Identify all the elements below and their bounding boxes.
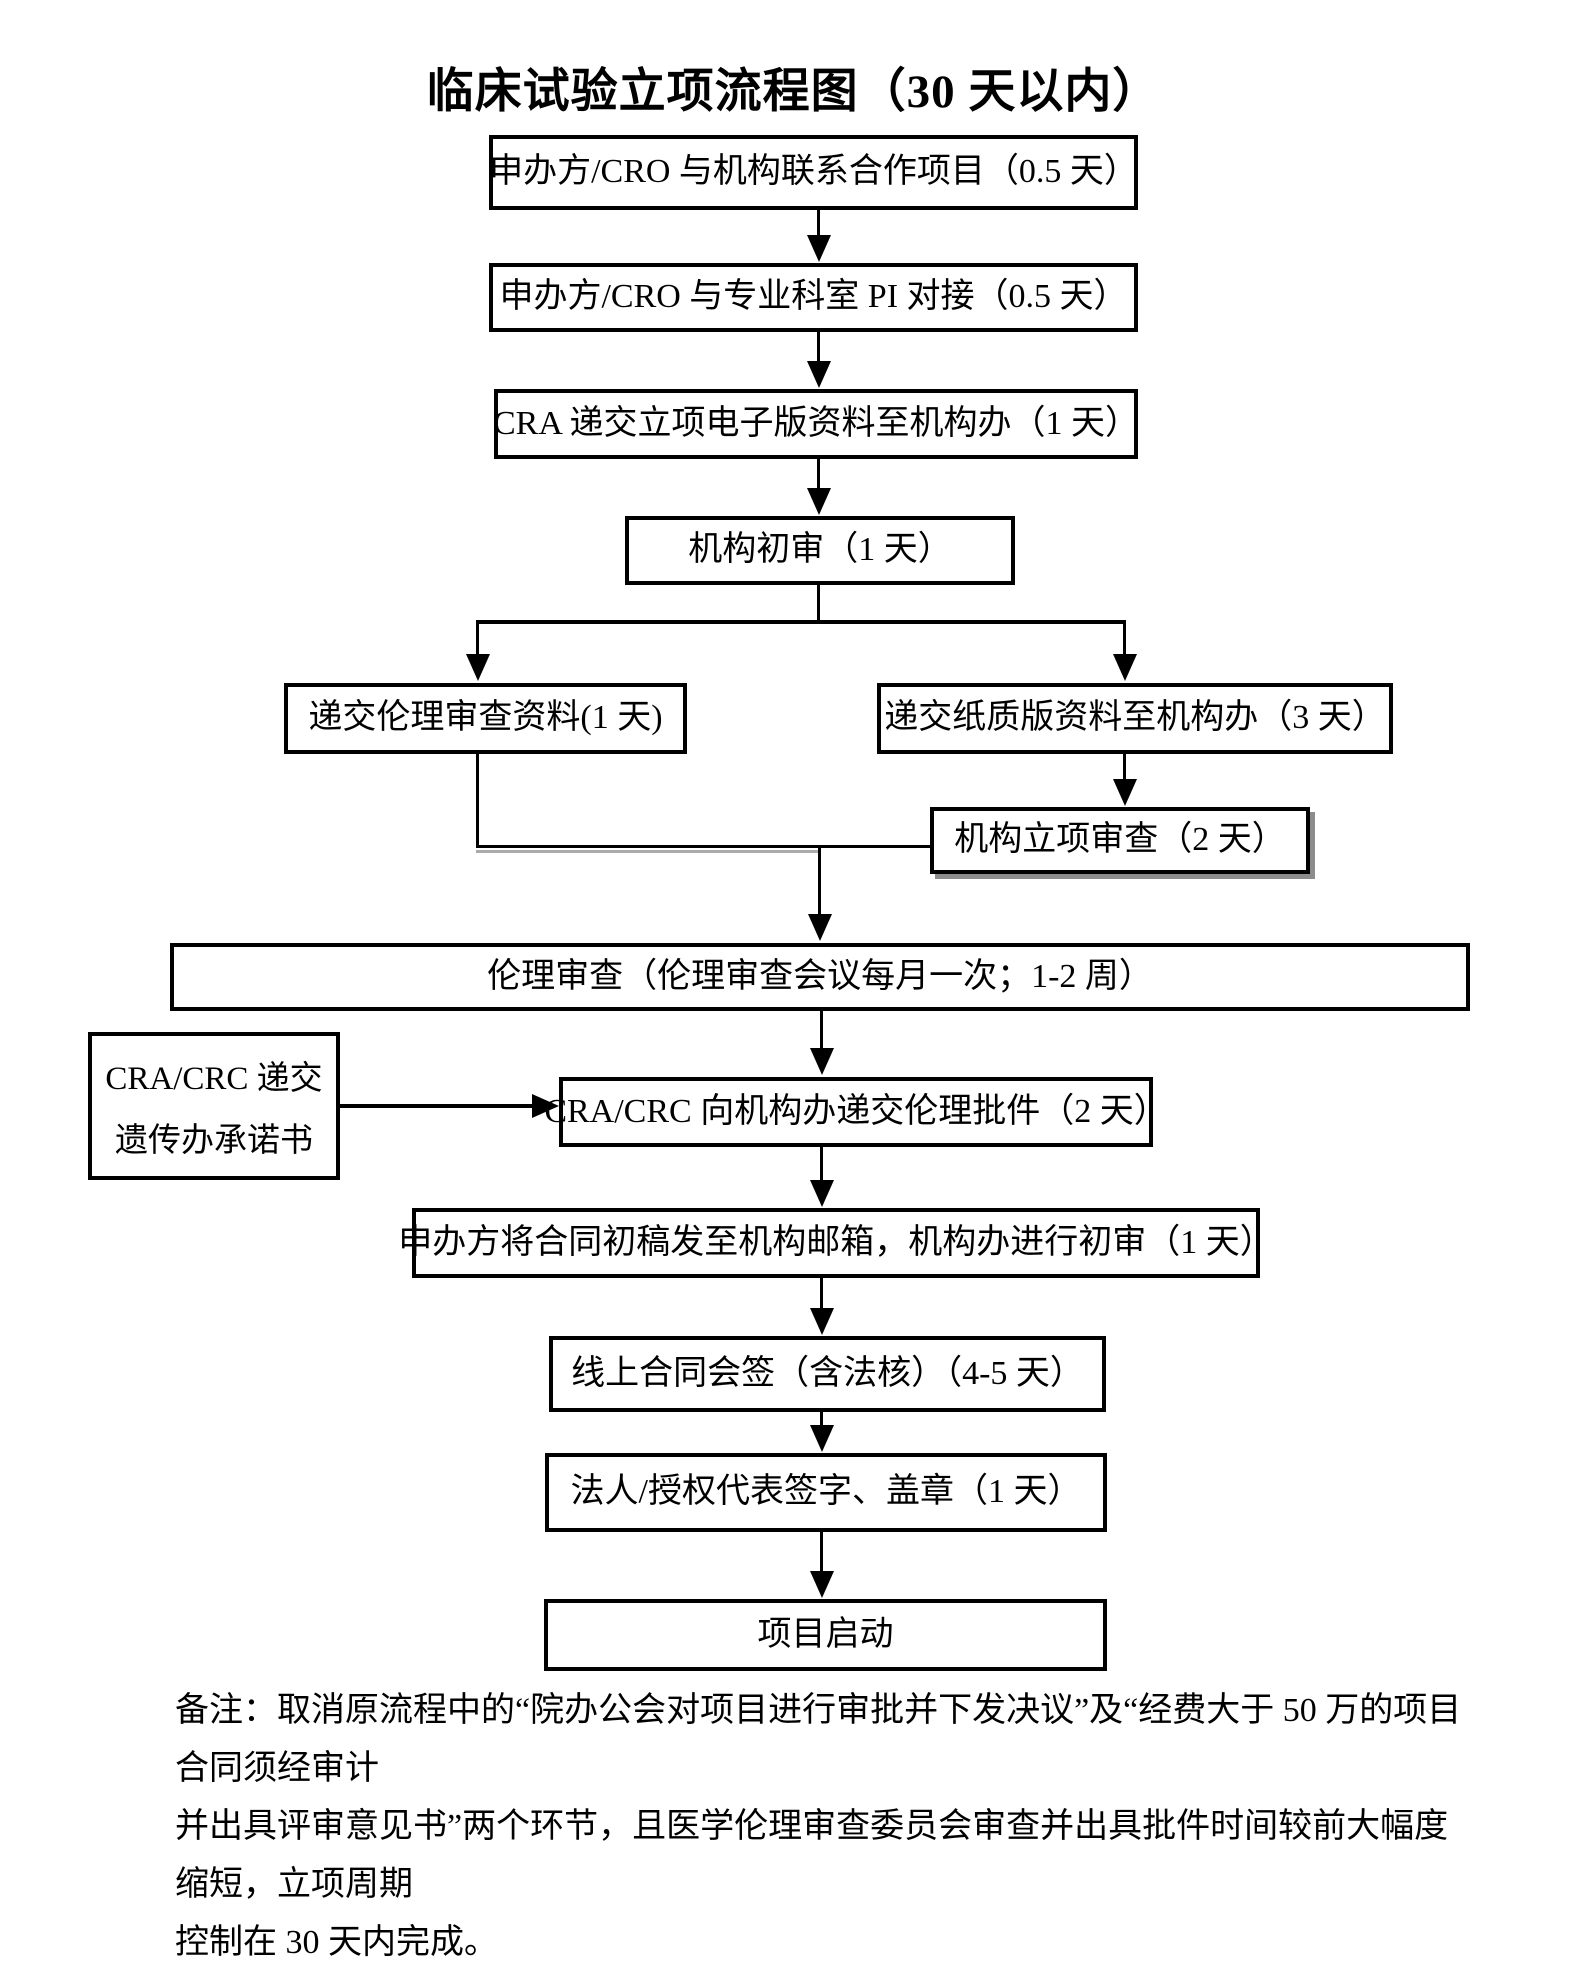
flowchart-page: { "page": { "title": "临床试验立项流程图（30 天以内）"… [88, 66, 1470, 1961]
arrow-down-icon [807, 361, 831, 388]
page-title: 临床试验立项流程图（30 天以内） [426, 66, 1161, 118]
connector-line [476, 754, 479, 848]
footnote-line-3: 控制在 30 天内完成。 [175, 1924, 498, 1961]
connector-shadow-line [476, 850, 820, 853]
connector-line [817, 459, 820, 490]
flow-box-project-review: 机构立项审查（2 天） [930, 807, 1310, 874]
arrow-down-icon [810, 1180, 834, 1207]
connector-line [817, 210, 820, 237]
arrow-down-icon [807, 488, 831, 515]
arrow-down-icon [810, 1308, 834, 1335]
connector-line [817, 585, 820, 622]
flow-box-project-review-label: 机构立项审查（2 天） [954, 821, 1286, 859]
arrow-down-icon [1113, 779, 1137, 806]
flow-box-contract-draft-label: 申办方将合同初稿发至机构邮箱，机构办进行初审（1 天） [398, 1223, 1274, 1261]
arrow-right-icon [532, 1094, 559, 1118]
connector-line [1123, 622, 1126, 656]
connector-line [820, 1412, 823, 1427]
flow-box-genetic-commitment-line1: CRA/CRC 递交 [105, 1060, 323, 1097]
flow-box-pi-match: 申办方/CRO 与专业科室 PI 对接（0.5 天） [489, 263, 1138, 332]
connector-line [820, 1011, 823, 1050]
flow-box-submit-paper-docs: 递交纸质版资料至机构办（3 天） [877, 683, 1393, 754]
footnote-line-2: 并出具评审意见书”两个环节，且医学伦理审查委员会审查并出具批件时间较前大幅度缩短… [175, 1808, 1449, 1903]
flow-box-legal-sign: 法人/授权代表签字、盖章（1 天） [545, 1453, 1107, 1532]
flow-box-contract-cosign-label: 线上合同会签（含法核）（4-5 天） [571, 1354, 1084, 1392]
flow-box-pi-match-label: 申办方/CRO 与专业科室 PI 对接（0.5 天） [499, 278, 1128, 316]
flow-box-initial-review-label: 机构初审（1 天） [688, 531, 952, 569]
flow-box-initial-review: 机构初审（1 天） [625, 516, 1015, 585]
arrow-down-icon [808, 914, 832, 941]
flow-box-contract-draft: 申办方将合同初稿发至机构邮箱，机构办进行初审（1 天） [398, 1208, 1274, 1278]
connector-line [476, 845, 930, 848]
connector-line [340, 1104, 536, 1108]
arrow-down-icon [807, 235, 831, 262]
flow-box-ethics-approval-label: CRA/CRC 向机构办递交伦理批件（2 天） [544, 1092, 1168, 1130]
arrow-down-icon [1113, 654, 1137, 681]
connector-line [820, 1147, 823, 1182]
flow-box-submit-ethics-docs: 递交伦理审查资料(1 天) [284, 683, 687, 754]
connector-line [820, 1278, 823, 1310]
flow-box-contact: 申办方/CRO 与机构联系合作项目（0.5 天） [489, 135, 1138, 210]
connector-line [1123, 754, 1126, 779]
flow-box-submit-ethics-docs-label: 递交伦理审查资料(1 天) [308, 699, 663, 737]
flow-box-ethics-review-label: 伦理审查（伦理审查会议每月一次；1-2 周） [487, 957, 1153, 995]
connector-line [817, 332, 820, 363]
connector-line [476, 622, 479, 656]
arrow-down-icon [810, 1571, 834, 1598]
flow-box-genetic-commitment-line2: 遗传办承诺书 [115, 1123, 313, 1160]
arrow-down-icon [466, 654, 490, 681]
flow-box-submit-electronic-label: CRA 递交立项电子版资料至机构办（1 天） [492, 404, 1140, 442]
flow-box-project-start-label: 项目启动 [757, 1615, 894, 1653]
flow-box-ethics-review: 伦理审查（伦理审查会议每月一次；1-2 周） [170, 943, 1470, 1011]
flow-box-legal-sign-label: 法人/授权代表签字、盖章（1 天） [570, 1473, 1082, 1511]
connector-line [818, 845, 821, 916]
footnote: 备注：取消原流程中的“院办公会对项目进行审批并下发决议”及“经费大于 50 万的… [175, 1682, 1470, 1972]
connector-line [476, 620, 1126, 624]
footnote-line-1: 备注：取消原流程中的“院办公会对项目进行审批并下发决议”及“经费大于 50 万的… [175, 1692, 1462, 1787]
arrow-down-icon [810, 1425, 834, 1452]
flow-box-contact-label: 申办方/CRO 与机构联系合作项目（0.5 天） [489, 153, 1138, 191]
flow-box-project-start: 项目启动 [544, 1599, 1107, 1671]
arrow-down-icon [810, 1048, 834, 1075]
connector-line [820, 1532, 823, 1573]
flow-box-submit-electronic: CRA 递交立项电子版资料至机构办（1 天） [492, 389, 1140, 459]
flow-box-contract-cosign: 线上合同会签（含法核）（4-5 天） [549, 1336, 1106, 1412]
flow-box-submit-paper-docs-label: 递交纸质版资料至机构办（3 天） [884, 699, 1386, 737]
flow-box-genetic-commitment: CRA/CRC 递交 遗传办承诺书 [88, 1032, 340, 1180]
flow-box-ethics-approval: CRA/CRC 向机构办递交伦理批件（2 天） [544, 1077, 1168, 1147]
